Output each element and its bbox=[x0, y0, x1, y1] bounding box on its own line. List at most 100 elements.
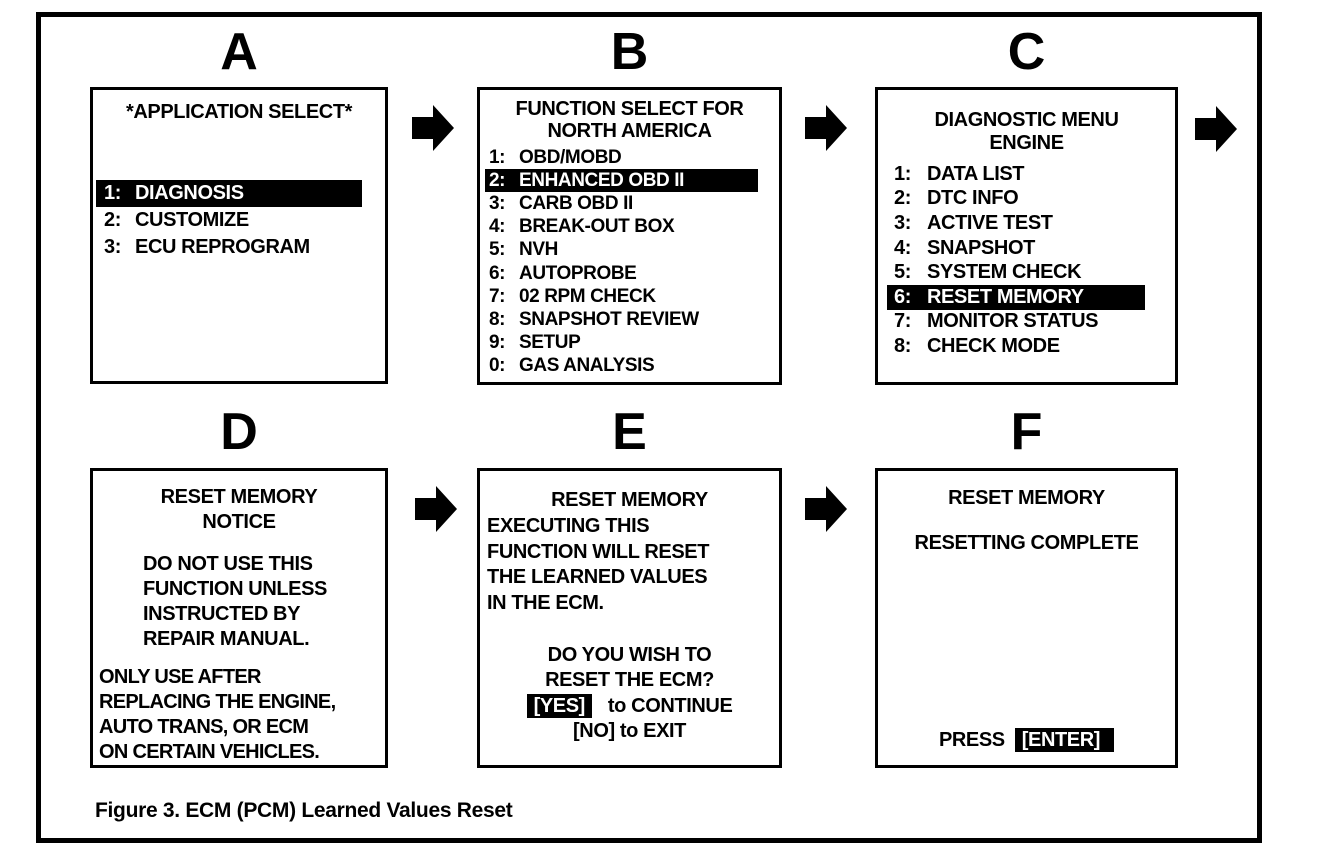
panel-letter-e: E bbox=[612, 403, 647, 461]
status-text: RESETTING COMPLETE bbox=[914, 532, 1139, 554]
menu-item-number: 7: bbox=[894, 310, 911, 333]
menu-item-label: AUTOPROBE bbox=[519, 262, 637, 284]
panel-letter-d: D bbox=[220, 403, 258, 461]
menu-item-diagnosis: 1:DIAGNOSIS bbox=[96, 180, 362, 207]
menu-item-o2-rpm-check: 7: 02 RPM CHECK bbox=[489, 285, 775, 308]
screen-title-line: RESET MEMORY bbox=[160, 486, 318, 508]
menu-item-number: 7: bbox=[489, 285, 506, 307]
menu-item-label: NVH bbox=[519, 239, 558, 261]
screen-reset-memory-complete: RESET MEMORY RESETTING COMPLETE PRESS[EN… bbox=[875, 468, 1178, 768]
menu-item-number: 3: bbox=[489, 192, 506, 214]
menu-item-dtc-info: 2: DTC INFO bbox=[894, 187, 1171, 212]
confirm-question-line: RESET THE ECM? bbox=[545, 669, 714, 691]
menu-item-label: ACTIVE TEST bbox=[927, 211, 1053, 234]
menu-item-check-mode: 8:CHECK MODE bbox=[894, 334, 1171, 359]
usage-line: ONLY USE AFTER bbox=[99, 666, 261, 688]
menu-item-number: 0: bbox=[489, 355, 506, 377]
press-enter-line: PRESS[ENTER] bbox=[878, 728, 1175, 752]
menu-item-number: 8: bbox=[894, 334, 911, 357]
screen-reset-memory-notice: RESET MEMORY NOTICE DO NOT USE THIS FUNC… bbox=[90, 468, 388, 768]
menu-item-setup: 9: SETUP bbox=[489, 332, 775, 355]
warning-line: INSTRUCTED BY bbox=[143, 603, 301, 625]
screen-title-line: ENGINE bbox=[989, 132, 1064, 154]
menu-item-number: 8: bbox=[489, 308, 506, 330]
menu-item-number: 4: bbox=[894, 236, 911, 259]
screen-title-line: DIAGNOSTIC MENU bbox=[934, 109, 1119, 131]
usage-line: ON CERTAIN VEHICLES. bbox=[99, 741, 320, 763]
menu-item-number: 3: bbox=[894, 211, 911, 234]
confirm-body-text: EXECUTING THIS FUNCTION WILL RESET THE L… bbox=[487, 514, 779, 616]
menu-item-label: DIAGNOSIS bbox=[135, 182, 244, 204]
menu-item-ecu-reprogram: 3: ECU REPROGRAM bbox=[100, 234, 381, 261]
menu-item-autoprobe: 6: AUTOPROBE bbox=[489, 262, 775, 285]
menu-item-number: 9: bbox=[489, 332, 506, 354]
panel-letter-a: A bbox=[220, 23, 258, 81]
flow-arrow-icon bbox=[415, 486, 457, 532]
menu-list: 1:DIAGNOSIS 2:CUSTOMIZE 3: ECU REPROGRAM bbox=[96, 180, 381, 261]
panel-letter-c: C bbox=[1007, 23, 1046, 81]
enter-key-badge: [ENTER] bbox=[1014, 728, 1115, 752]
screen-title: DIAGNOSTIC MENU ENGINE bbox=[878, 109, 1175, 155]
menu-item-label: DTC INFO bbox=[927, 187, 1019, 210]
yes-option-line: [YES]to CONTINUE bbox=[480, 694, 779, 719]
menu-item-obd-mobd: 1:OBD/MOBD bbox=[489, 146, 775, 169]
menu-item-label: SNAPSHOT bbox=[927, 236, 1035, 259]
warning-line: DO NOT USE THIS bbox=[143, 553, 313, 575]
menu-item-customize: 2:CUSTOMIZE bbox=[100, 207, 381, 234]
menu-item-number: 1: bbox=[489, 146, 506, 168]
screen-function-select: FUNCTION SELECT FOR NORTH AMERICA 1:OBD/… bbox=[477, 87, 782, 385]
menu-item-carb-obd-ii: 3: CARB OBD II bbox=[489, 192, 775, 215]
screen-title: RESET MEMORY NOTICE bbox=[93, 485, 385, 535]
screen-title-line: NOTICE bbox=[202, 511, 276, 533]
menu-item-label: MONITOR STATUS bbox=[927, 310, 1099, 333]
menu-list: 1:OBD/MOBD 2: ENHANCED OBD II 3: CARB OBD … bbox=[485, 146, 775, 378]
confirm-body-line: THE LEARNED VALUES bbox=[487, 566, 708, 588]
usage-line: REPLACING THE ENGINE, bbox=[99, 691, 336, 713]
menu-item-number: 2: bbox=[489, 169, 506, 191]
panel-letter-b: B bbox=[610, 23, 649, 81]
flow-arrow-icon bbox=[805, 486, 847, 532]
menu-item-label: CARB OBD II bbox=[519, 192, 633, 214]
menu-item-label: ECU REPROGRAM bbox=[135, 236, 310, 258]
menu-item-number: 4: bbox=[489, 216, 506, 238]
figure-caption: Figure 3. ECM (PCM) Learned Values Reset bbox=[95, 799, 513, 822]
menu-item-label: SYSTEM CHECK bbox=[927, 261, 1082, 284]
figure-border bbox=[36, 12, 1262, 843]
menu-item-monitor-status: 7: MONITOR STATUS bbox=[894, 310, 1171, 335]
screen-title-line: FUNCTION SELECT FOR bbox=[515, 98, 744, 120]
flow-arrow-icon bbox=[412, 105, 454, 151]
menu-item-number: 3: bbox=[104, 236, 121, 258]
warning-text: DO NOT USE THIS FUNCTION UNLESS INSTRUCT… bbox=[143, 552, 385, 652]
confirm-body-line: IN THE ECM. bbox=[487, 591, 604, 614]
screen-title-line: NORTH AMERICA bbox=[547, 120, 712, 142]
screen-application-select: *APPLICATION SELECT* 1:DIAGNOSIS 2:CUSTO… bbox=[90, 87, 388, 384]
menu-item-number: 2: bbox=[894, 187, 911, 210]
menu-list: 1: DATA LIST 2: DTC INFO 3: ACTIVE TEST 4: S… bbox=[887, 162, 1171, 359]
menu-item-label: BREAK-OUT BOX bbox=[519, 216, 675, 238]
no-option-line: [NO] to EXIT bbox=[573, 720, 686, 742]
menu-item-nvh: 5:NVH bbox=[489, 239, 775, 262]
usage-line: AUTO TRANS, OR ECM bbox=[99, 716, 309, 738]
menu-item-number: 6: bbox=[894, 285, 911, 308]
flow-arrow-icon bbox=[1195, 106, 1237, 152]
menu-item-data-list: 1: DATA LIST bbox=[894, 162, 1171, 187]
panel-letter-f: F bbox=[1010, 403, 1043, 461]
screen-title: RESET MEMORY bbox=[551, 489, 708, 511]
menu-item-label: DATA LIST bbox=[927, 162, 1025, 185]
menu-item-label: SETUP bbox=[519, 332, 581, 354]
screen-reset-memory-confirm: RESET MEMORY EXECUTING THIS FUNCTION WIL… bbox=[477, 468, 782, 768]
menu-item-label: SNAPSHOT REVIEW bbox=[519, 308, 699, 330]
screen-title: RESET MEMORY bbox=[948, 487, 1105, 509]
yes-action-label: to CONTINUE bbox=[607, 695, 733, 717]
menu-item-label: ENHANCED OBD II bbox=[519, 169, 685, 191]
menu-item-label: 02 RPM CHECK bbox=[519, 285, 656, 307]
menu-item-label: RESET MEMORY bbox=[927, 285, 1084, 308]
menu-item-number: 6: bbox=[489, 262, 506, 284]
menu-item-enhanced-obd-ii: 2: ENHANCED OBD II bbox=[485, 169, 758, 193]
warning-line: FUNCTION UNLESS bbox=[143, 578, 328, 600]
menu-item-number: 1: bbox=[894, 162, 911, 185]
screen-title: *APPLICATION SELECT* bbox=[125, 101, 353, 123]
menu-item-reset-memory: 6: RESET MEMORY bbox=[887, 284, 1145, 310]
confirm-question-line: DO YOU WISH TO bbox=[547, 644, 712, 666]
